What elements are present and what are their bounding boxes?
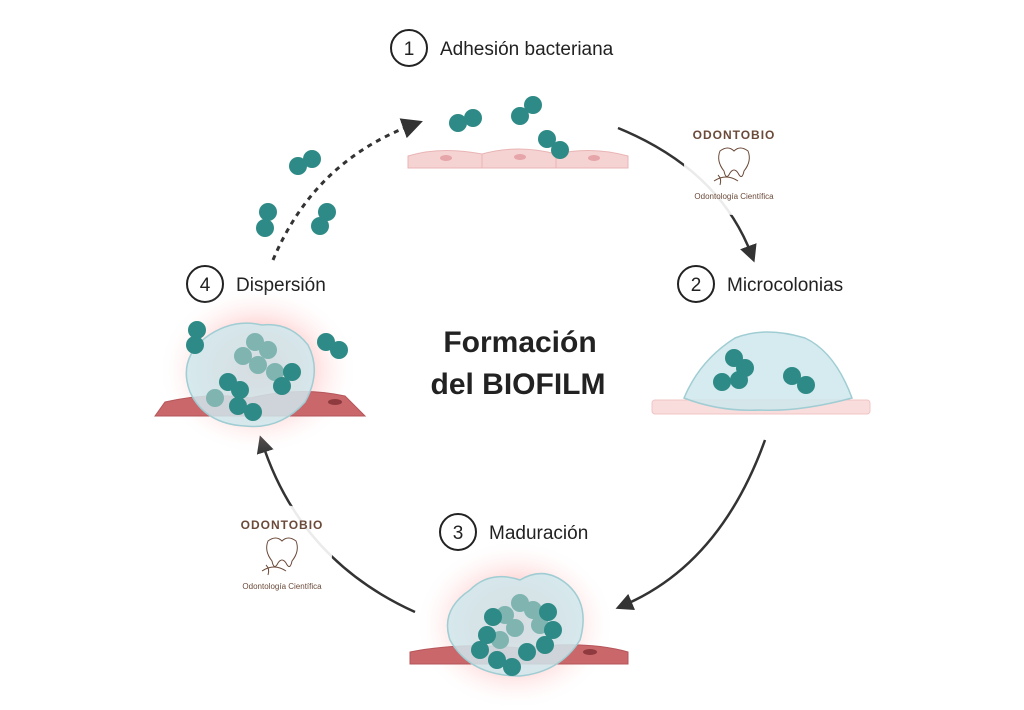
matrix-blob [683,331,853,411]
stage-name-1: Adhesión bacteriana [440,39,614,60]
stage-1-illustration [407,96,629,169]
watermark-brand: ODONTOBIO [241,518,324,532]
arrow-4-to-1-dispersion [271,118,423,261]
title-line-1: Formación [443,326,596,359]
bacteria-cluster [206,333,301,421]
stage-label-3: 3 Maduración [439,513,588,551]
watermark-brand: ODONTOBIO [693,128,776,142]
released-bacteria [186,150,348,359]
stage-2-illustration [651,331,871,415]
stage-label-2: 2 Microcolonias [677,265,843,303]
bacteria-cluster [471,594,562,676]
watermark-logo-top-right: ODONTOBIO Odontología Científica [684,115,784,215]
bacteria-group [713,349,815,394]
tooth-icon [713,147,750,186]
stage-name-3: Maduración [489,523,588,544]
stage-number-3: 3 [453,523,464,544]
bacteria-group [449,96,569,159]
tooth-icon [261,537,298,576]
stage-number-1: 1 [404,39,415,60]
host-cells-pale [407,148,629,169]
stage-4-illustration [154,150,367,455]
stage-number-2: 2 [691,275,702,296]
stage-name-2: Microcolonias [727,275,843,296]
diagram-title: Formación del BIOFILM [431,326,606,401]
stage-number-4: 4 [200,275,211,296]
arrow-2-to-3 [615,439,767,611]
watermark-logo-bottom-left: ODONTOBIO Odontología Científica [232,505,332,605]
watermark-tagline: Odontología Científica [694,192,774,201]
stage-3-illustration [409,540,629,710]
title-line-2: del BIOFILM [431,368,606,401]
stage-label-1: 1 Adhesión bacteriana [390,29,614,67]
watermark-tagline: Odontología Científica [242,582,322,591]
